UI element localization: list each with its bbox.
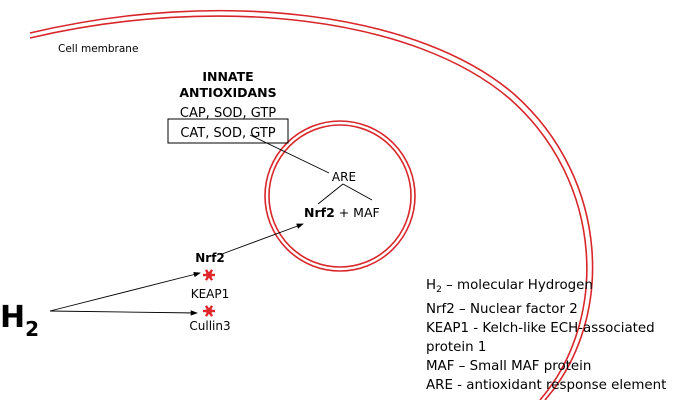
cell-membrane-label: Cell membrane <box>58 43 138 55</box>
cap-sod-gtp-text: CAP, SOD, GTP <box>180 106 276 121</box>
innate-title-line2: ANTIOXIDANS <box>179 85 276 100</box>
block-mark-keap1 <box>203 269 215 281</box>
are-label: ARE <box>332 170 356 184</box>
cat-sod-gtp-text: CAT, SOD, GTP <box>180 126 275 141</box>
legend-nrf2: Nrf2 – Nuclear factor 2 <box>426 302 578 317</box>
arrow-h2-to-nrf2 <box>49 271 201 312</box>
cat-sod-gtp-box <box>167 118 289 144</box>
keap1-label: KEAP1 <box>191 287 230 301</box>
cullin3-label: Cullin3 <box>189 319 230 333</box>
block-mark-cullin3 <box>203 305 215 317</box>
h2-label: H2 <box>0 300 39 341</box>
nrf2-maf-rest: + MAF <box>335 205 380 220</box>
legend-are: ARE - antioxidant response element <box>426 378 667 393</box>
h2-sub: 2 <box>25 317 39 341</box>
connector-lines <box>249 134 373 205</box>
nrf2-label: Nrf2 <box>195 251 225 265</box>
nrf2-maf-bold: Nrf2 <box>304 205 335 220</box>
arrow-h2-to-cullin3 <box>49 310 198 316</box>
nrf2-maf-label: Nrf2 + MAF <box>304 205 380 220</box>
arrows <box>49 223 304 316</box>
innate-title-line1: INNATE <box>202 69 253 84</box>
legend-keap1: KEAP1 - Kelch-like ECH-associated protei… <box>426 321 655 355</box>
cell-membrane <box>29 9 594 400</box>
legend-h2-main: H <box>426 278 437 293</box>
legend-h2: H2 – molecular Hydrogen <box>426 276 685 300</box>
arrow-nrf2-to-nucleus <box>221 223 304 255</box>
legend-h2-sub: 2 <box>436 285 442 295</box>
legend-h2-text: – molecular Hydrogen <box>441 278 593 293</box>
legend-maf: MAF – Small MAF protein <box>426 359 592 374</box>
nucleus <box>264 120 416 272</box>
legend: H2 – molecular Hydrogen Nrf2 – Nuclear f… <box>426 276 685 395</box>
h2-main: H <box>0 300 25 335</box>
